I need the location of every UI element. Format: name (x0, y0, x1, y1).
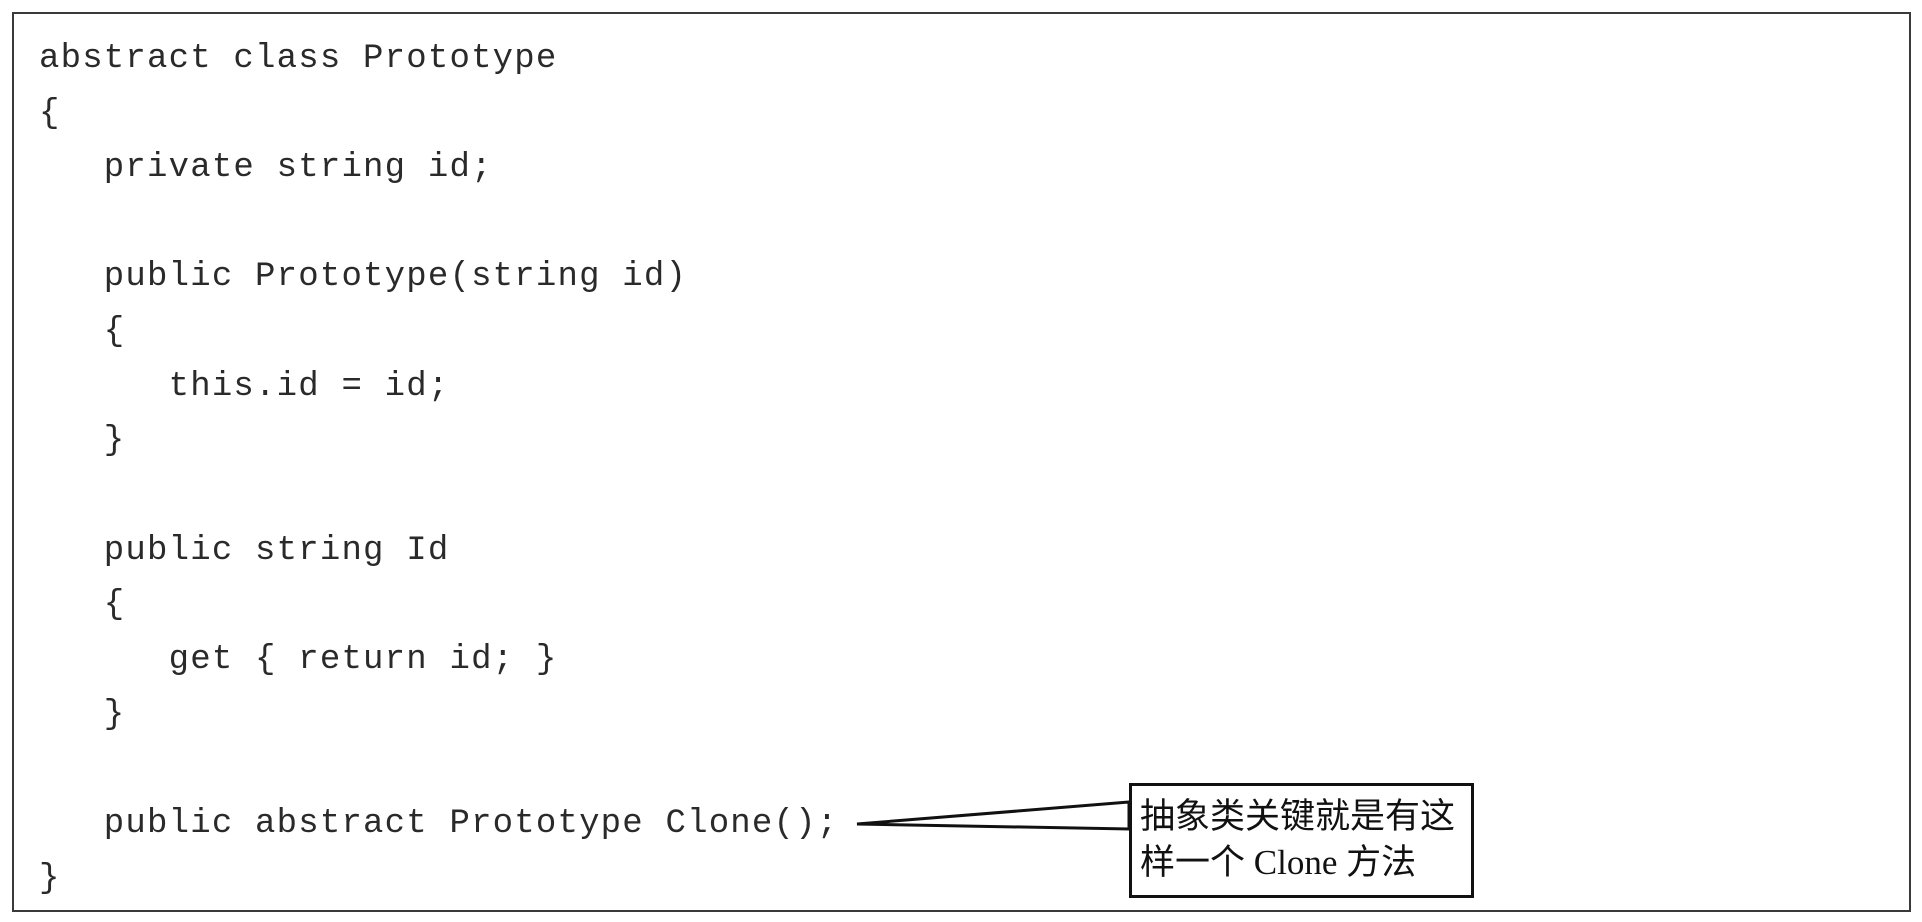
code-line-12: get { return id; } (39, 641, 558, 679)
code-line-6: { (39, 313, 126, 351)
callout-note: 抽象类关键就是有这样一个 Clone 方法 (1129, 783, 1474, 898)
code-line-2: { (39, 95, 61, 133)
code-line-7: this.id = id; (39, 368, 450, 406)
code-line-16: } (39, 860, 61, 898)
code-line-3: private string id; (39, 149, 493, 187)
code-line-15: public abstract Prototype Clone(); (39, 805, 839, 843)
code-line-13: } (39, 696, 126, 734)
callout-note-text: 抽象类关键就是有这样一个 Clone 方法 (1140, 797, 1456, 882)
code-line-11: { (39, 586, 126, 624)
code-line-5: public Prototype(string id) (39, 258, 688, 296)
code-listing-frame: abstract class Prototype { private strin… (12, 12, 1911, 912)
code-line-10: public string Id (39, 532, 450, 570)
code-line-8: } (39, 422, 126, 460)
code-line-1: abstract class Prototype (39, 40, 558, 78)
